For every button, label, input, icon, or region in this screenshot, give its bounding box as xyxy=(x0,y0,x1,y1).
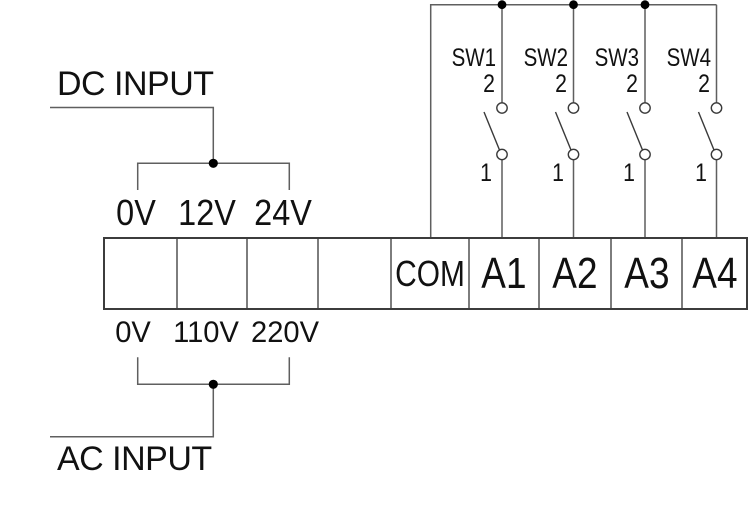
terminal-cell-label: A3 xyxy=(623,248,670,298)
terminal-cell-label: A1 xyxy=(481,248,527,298)
sw4-contact-2-label: 2 xyxy=(697,70,710,98)
ac-junction-dot-icon xyxy=(208,379,218,389)
dc-terminal-0v-label: 0V xyxy=(116,192,156,233)
sw4-name-label: SW4 xyxy=(666,44,711,72)
dc-input-label: DC INPUT xyxy=(57,65,214,103)
sw4-contact-1-label: 1 xyxy=(694,159,707,187)
bus-junction-dot-icon xyxy=(497,0,507,10)
sw2-blade-icon xyxy=(554,111,572,151)
terminal-cell-label: COM xyxy=(395,252,465,294)
ac-terminal-0v-label: 0V xyxy=(115,316,152,349)
sw3-contact-1-icon xyxy=(639,148,651,161)
switch-wires xyxy=(501,4,718,238)
sw1-contact-2-icon xyxy=(496,102,508,114)
terminal-cell-1 xyxy=(105,239,176,308)
terminal-cell-a2: A2 xyxy=(538,239,610,308)
com-bus-wire xyxy=(429,3,717,238)
ac-leader-line xyxy=(50,384,215,438)
dc-leader-line xyxy=(50,106,215,164)
sw3-contact-1-label: 1 xyxy=(623,159,635,187)
terminal-cell-com: COM xyxy=(390,239,468,308)
ac-terminal-220v-label: 220V xyxy=(251,316,319,349)
dc-terminal-24v-label: 24V xyxy=(254,192,313,233)
sw4-contact-2-icon xyxy=(710,102,723,114)
sw4-contact-1-icon xyxy=(710,148,723,161)
sw3-contact-2-icon xyxy=(639,102,651,114)
sw2-contact-2-icon xyxy=(567,102,580,114)
sw1-contact-1-icon xyxy=(496,148,508,161)
terminal-cell-4 xyxy=(317,239,390,308)
sw1-name-label: SW1 xyxy=(451,44,496,72)
dc-junction-dot-icon xyxy=(208,158,218,168)
sw2-contact-2-label: 2 xyxy=(554,70,567,98)
bus-junction-dot-icon xyxy=(640,0,650,10)
ac-input-label: AC INPUT xyxy=(57,440,212,478)
terminal-cell-a4: A4 xyxy=(681,239,746,308)
terminal-cell-a1: A1 xyxy=(468,239,538,308)
terminal-block: COM A1 A2 A3 A4 xyxy=(103,237,748,310)
sw1-contact-2-label: 2 xyxy=(483,70,495,98)
sw3-blade-icon xyxy=(626,111,644,151)
terminal-cell-label: A4 xyxy=(691,248,738,298)
ac-terminal-110v-label: 110V xyxy=(172,316,239,349)
terminal-cell-3 xyxy=(246,239,317,308)
sw3-contact-2-label: 2 xyxy=(626,70,638,98)
ac-input-wire xyxy=(50,357,291,438)
sw4-blade-icon xyxy=(697,111,715,151)
terminal-cell-label: A2 xyxy=(552,248,598,298)
terminal-cell-a3: A3 xyxy=(610,239,681,308)
bus-junction-dot-icon xyxy=(569,0,578,10)
sw2-name-label: SW2 xyxy=(523,44,568,72)
dc-terminal-12v-label: 12V xyxy=(177,192,236,233)
sw3-name-label: SW3 xyxy=(594,44,639,72)
switch-contacts xyxy=(496,102,723,161)
switch-blades xyxy=(483,111,715,151)
sw2-contact-1-icon xyxy=(567,148,580,161)
sw1-blade-icon xyxy=(483,111,501,151)
sw2-contact-1-label: 1 xyxy=(551,159,564,187)
sw1-contact-1-label: 1 xyxy=(480,159,492,187)
dc-input-wire xyxy=(50,106,291,190)
terminal-cell-2 xyxy=(176,239,246,308)
junction-dots xyxy=(208,0,650,389)
